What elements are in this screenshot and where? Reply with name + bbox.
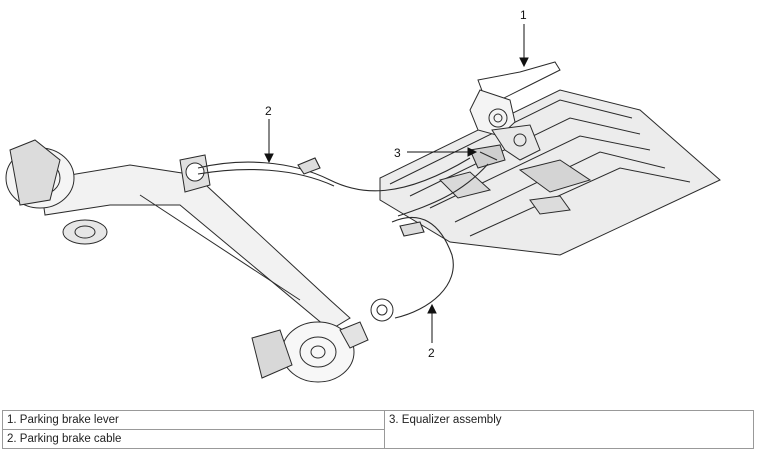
callout-1: 1	[520, 8, 527, 22]
legend-row: 1. Parking brake lever 3. Equalizer asse…	[2, 410, 754, 449]
floor-panel	[379, 89, 721, 256]
parking-brake-lever	[469, 61, 561, 161]
parking-brake-cable	[197, 157, 489, 319]
callout-2-upper: 2	[265, 104, 272, 118]
equalizer-assembly	[469, 144, 506, 169]
legend-row: 2. Parking brake cable	[2, 429, 754, 449]
legend-item-2: 2. Parking brake cable	[2, 429, 385, 449]
left-wheel-hub	[5, 139, 108, 245]
legend-table: 1. Parking brake lever 3. Equalizer asse…	[2, 410, 754, 449]
parking-brake-diagram: 1 2 3 2	[5, 8, 721, 383]
legend-item-1: 1. Parking brake lever	[2, 410, 385, 430]
right-disc-brake	[251, 321, 369, 383]
callout-arrows	[264, 24, 529, 343]
callout-3: 3	[394, 146, 401, 160]
callout-2-lower: 2	[428, 346, 435, 360]
legend-item-3: 3. Equalizer assembly	[384, 410, 754, 449]
